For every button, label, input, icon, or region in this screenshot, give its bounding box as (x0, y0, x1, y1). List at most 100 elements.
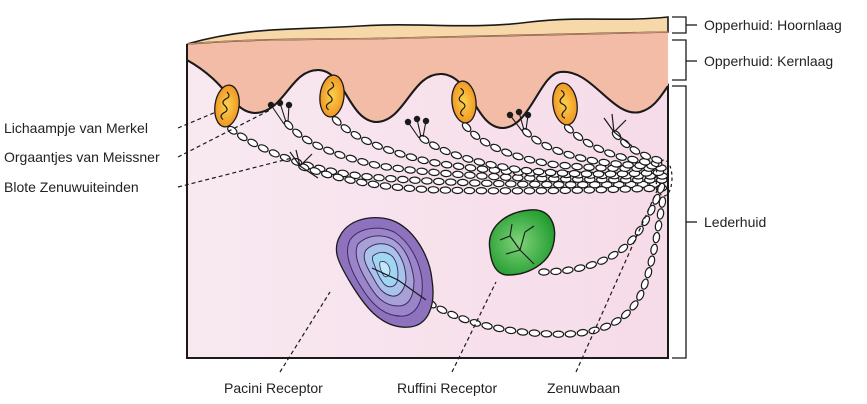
meissner-stalks (270, 102, 529, 139)
nerve-bead (298, 163, 310, 172)
nerve-bead (488, 172, 500, 181)
nerve-bead (596, 256, 609, 265)
nerve-bead (439, 186, 452, 194)
nerve-bead (499, 187, 512, 195)
nerve-bead (382, 146, 395, 154)
nerve-bead (361, 172, 373, 181)
nerve-bead (323, 146, 335, 155)
merkel-cell (552, 82, 578, 126)
nerve-bead (349, 171, 361, 180)
nerve-bead (476, 165, 489, 173)
nerve-bead (447, 310, 459, 319)
nerve-bead (415, 185, 428, 193)
label-horny-layer: Opperhuid: Hoornlaag (704, 17, 842, 33)
nerve-bead (452, 170, 464, 179)
nerve-bead (629, 300, 639, 311)
nerve-bead (643, 184, 656, 193)
nerve-bead (593, 144, 605, 153)
nerve-bead (345, 154, 357, 163)
nerve-bead (556, 169, 569, 177)
nerve-bead (485, 160, 497, 169)
nerve-bead (497, 163, 509, 171)
nerve-bead (607, 250, 619, 260)
nerve-bead (550, 267, 562, 276)
merkel-cell (319, 74, 345, 118)
nerve-bead (622, 161, 634, 169)
nerve-bead (552, 146, 564, 155)
nerve-bead (541, 141, 553, 151)
nerve-bead (582, 138, 594, 148)
nerve-bead (450, 151, 463, 160)
nerve-bead (627, 155, 639, 164)
nerve-bead (620, 138, 631, 149)
nerve-bead (531, 135, 542, 145)
nerve-bead (292, 128, 303, 138)
nerve-bead (361, 136, 372, 146)
nerve-bead (521, 127, 532, 138)
nerve-bead (564, 330, 577, 338)
nerve-bead (257, 144, 269, 153)
nerve-bead (636, 289, 645, 301)
nerve-bead (470, 130, 481, 140)
nerve-bead (568, 169, 581, 178)
nerve-bead (640, 278, 649, 290)
nerve-bead (511, 187, 524, 195)
nerve-bead (428, 168, 440, 177)
nerve-bead (652, 231, 661, 244)
nerve-bead (356, 178, 368, 187)
nerve-bead (247, 138, 259, 148)
nerve-bead (500, 173, 512, 181)
nerve-bead (371, 141, 383, 150)
nerve-bead (574, 154, 587, 162)
nerve-bead (592, 170, 605, 178)
nerve-bead (535, 158, 548, 167)
nerve-bead (417, 156, 429, 165)
basal-layer (187, 32, 668, 128)
nerve-bead (391, 183, 404, 192)
nerve-bead (481, 179, 493, 188)
label-dermis: Lederhuid (704, 214, 766, 230)
nerve-bead (641, 215, 651, 227)
nerve-bead (517, 180, 529, 188)
nerve-bead (631, 185, 644, 193)
ruffini-receptor (488, 209, 556, 276)
nerve-bead (504, 326, 517, 335)
nerve-bead (559, 186, 572, 195)
nerve-bead (547, 186, 560, 195)
nerve-bead (544, 168, 557, 177)
nerve-bead (452, 162, 465, 171)
nerve-bead (385, 174, 397, 183)
nerve-bead (523, 187, 536, 195)
nerve-bead (283, 120, 294, 131)
nerve-bead (357, 158, 369, 166)
nerve-bead (340, 124, 351, 134)
nerve-bead (409, 176, 421, 184)
nerve-bead (547, 160, 559, 169)
nerve-bead (619, 185, 632, 193)
label-merkel: Lichaampje van Merkel (4, 120, 148, 136)
label-free-nerve: Blote Zenuwuiteinden (4, 179, 139, 195)
nerve-bead (427, 186, 440, 194)
nerve-bead (618, 243, 629, 254)
nerve-bead (604, 149, 616, 158)
nerve-bead (512, 152, 524, 161)
nerve-bead (464, 164, 477, 172)
nerve-bead (563, 150, 575, 159)
nerve-bead (418, 134, 430, 144)
merkel-cell (214, 84, 240, 128)
nerve-bead (439, 146, 451, 156)
nerve-bead (436, 305, 448, 315)
layer-brackets (672, 16, 697, 359)
nerve-bead (607, 185, 620, 194)
nerve-bead (394, 149, 406, 158)
nerve-bead (576, 180, 589, 189)
nerve-bead (440, 160, 453, 169)
nerve-bead (462, 154, 474, 163)
nerve-bead (397, 175, 409, 184)
nerve-bead (429, 159, 441, 167)
nerve-bead (392, 164, 404, 173)
nerve-bead (331, 116, 342, 126)
nerve-bead (523, 155, 536, 164)
nerve-bead (516, 328, 529, 336)
